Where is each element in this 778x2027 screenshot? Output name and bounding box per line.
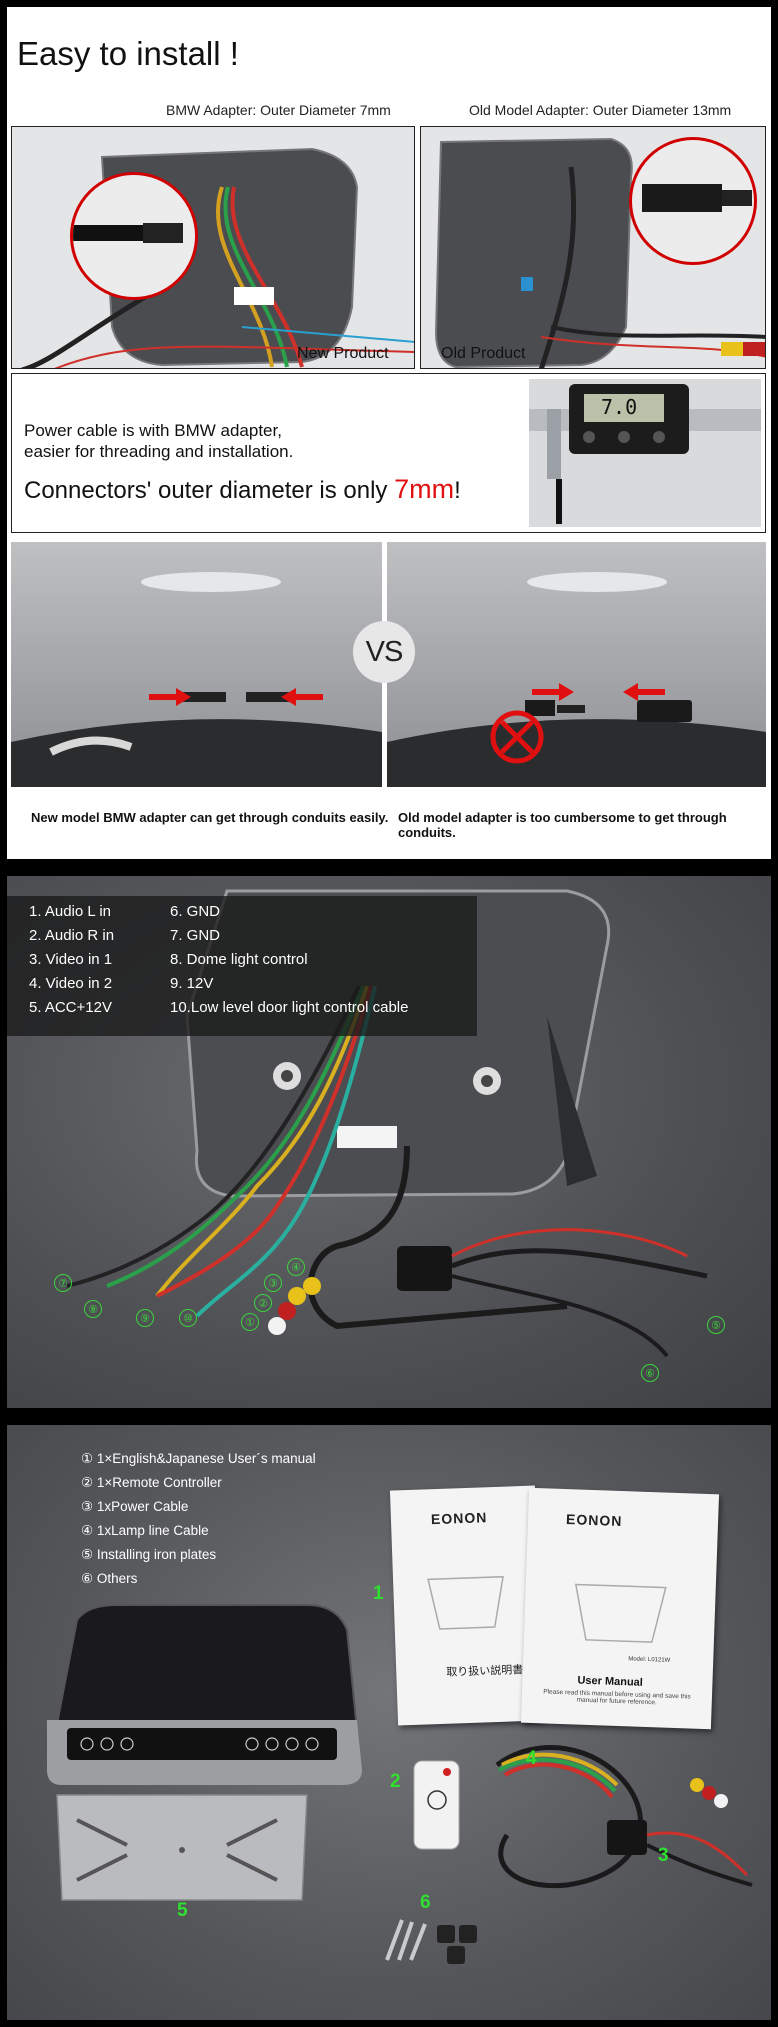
legend-item-9: 9. 12V: [170, 975, 214, 992]
old-adapter-conduit-photo: [387, 542, 766, 787]
old-conduit-illustration: [387, 542, 766, 787]
package-item-2: ② 1×Remote Controller: [81, 1475, 222, 1490]
cables-illustration: [495, 1745, 753, 1889]
old-product-photo: Old Product: [420, 126, 766, 369]
legend-item-6: 6. GND: [170, 903, 221, 920]
legend-item-1: 1. Audio L in: [29, 903, 112, 920]
marker-4: ④: [287, 1258, 305, 1276]
marker-5: ⑤: [707, 1316, 725, 1334]
connector-zoom-illustration: [73, 223, 183, 243]
remote-illustration: [413, 1760, 460, 1850]
number-5: 5: [177, 1900, 188, 1921]
new-product-photo: New Product: [11, 126, 415, 369]
number-1: 1: [373, 1583, 384, 1604]
new-conduit-illustration: [11, 542, 382, 787]
marker-6: ⑥: [641, 1364, 659, 1382]
wiring-panel: 1. Audio L in 2. Audio R in 3. Video in …: [7, 876, 771, 1408]
legend-item-5: 5. ACC+12V: [29, 999, 112, 1016]
caliper-photo: 7.0: [529, 379, 761, 527]
marker-2: ②: [254, 1294, 272, 1312]
english-manual: EONON Model: L0121W User Manual Please r…: [520, 1487, 720, 1730]
marker-10: ⑩: [179, 1309, 197, 1327]
old-product-label: Old Product: [441, 345, 526, 362]
marker-3: ③: [264, 1274, 282, 1292]
diameter-value: 7mm: [394, 474, 455, 504]
diameter-statement-text: Connectors' outer diameter is only: [24, 477, 395, 504]
screws-illustration: [385, 1919, 477, 1964]
diameter-statement: Connectors' outer diameter is only 7mm!: [24, 474, 461, 505]
new-adapter-conduit-photo: [11, 542, 382, 787]
info-line-2: easier for threading and installation.: [24, 442, 294, 461]
wire-legend: 1. Audio L in 2. Audio R in 3. Video in …: [7, 896, 477, 1036]
adapter-info-box: Power cable is with BMW adapter, easier …: [11, 373, 766, 533]
package-item-1: ① 1×English&Japanese User´s manual: [81, 1451, 316, 1466]
legend-item-4: 4. Video in 2: [29, 975, 113, 992]
number-2: 2: [390, 1771, 401, 1792]
legend-item-8: 8. Dome light control: [170, 951, 308, 968]
new-product-label: New Product: [297, 345, 389, 362]
caliper-reading: 7.0: [601, 395, 638, 419]
caliper-illustration: [529, 384, 761, 524]
old-connector-zoom-circle: [629, 137, 757, 265]
en-manual-illustration: [574, 1583, 667, 1643]
package-item-6: ⑥ Others: [81, 1571, 138, 1586]
monitor-unit-illustration: [47, 1604, 362, 1785]
easy-install-panel: Easy to install ! BMW Adapter: Outer Dia…: [7, 7, 771, 859]
connector-zoom-circle: [70, 172, 198, 300]
new-adapter-caption: New model BMW adapter can get through co…: [31, 810, 389, 825]
number-4: 4: [526, 1748, 537, 1769]
vs-badge: VS: [353, 621, 415, 683]
package-contents-panel: ① 1×English&Japanese User´s manual ② 1×R…: [7, 1425, 771, 2020]
manual-en-title: User Manual: [577, 1674, 644, 1689]
old-adapter-caption: Old Model Adapter: Outer Diameter 13mm: [469, 102, 732, 118]
info-line-1: Power cable is with BMW adapter,: [24, 421, 282, 440]
new-product-illustration: [12, 127, 414, 368]
package-item-3: ③ 1xPower Cable: [81, 1499, 189, 1514]
marker-7: ⑦: [54, 1274, 72, 1292]
legend-item-3: 3. Video in 1: [29, 951, 113, 968]
diameter-statement-end: !: [454, 477, 461, 504]
page-title: Easy to install !: [17, 35, 239, 72]
marker-1: ①: [241, 1313, 259, 1331]
jp-manual-illustration: [427, 1575, 504, 1630]
manual-jp-title: 取り扱い説明書: [446, 1664, 524, 1679]
legend-item-7: 7. GND: [170, 927, 221, 944]
old-connector-zoom-illustration: [642, 184, 752, 212]
marker-8: ⑧: [84, 1300, 102, 1318]
old-adapter-caption-bottom: Old model adapter is too cumbersome to g…: [398, 810, 727, 840]
legend-item-2: 2. Audio R in: [29, 927, 115, 944]
number-3: 3: [658, 1845, 669, 1866]
package-item-5: ⑤ Installing iron plates: [81, 1547, 217, 1562]
package-item-4: ④ 1xLamp line Cable: [81, 1523, 209, 1538]
number-6: 6: [420, 1892, 431, 1913]
japanese-manual: EONON 取り扱い説明書: [389, 1485, 544, 1726]
legend-item-10: 10.Low level door light control cable: [170, 999, 409, 1016]
bmw-adapter-caption: BMW Adapter: Outer Diameter 7mm: [166, 102, 391, 118]
marker-9: ⑨: [136, 1309, 154, 1327]
iron-plate-illustration: [56, 1794, 308, 1901]
